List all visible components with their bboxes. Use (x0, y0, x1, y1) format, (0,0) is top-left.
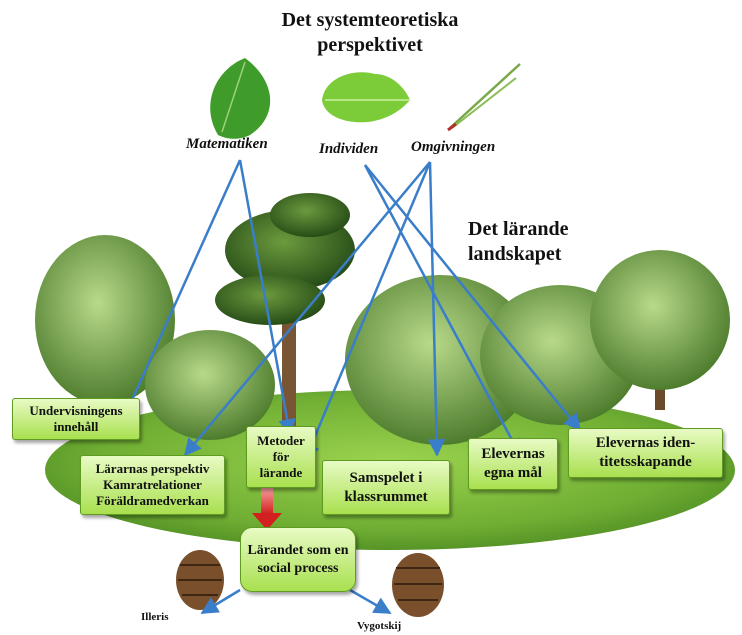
title-line2: perspektivet (230, 33, 510, 58)
title-line1: Det systemteoretiska (230, 8, 510, 33)
label-illeris: Illeris (141, 611, 169, 623)
box-lararnas-perspektiv: Lärarnas perspektiv Kamratrelationer För… (80, 455, 225, 515)
subtitle-line2: landskapet (468, 242, 569, 267)
pinecone-right-icon (392, 553, 444, 617)
label-matematiken: Matematiken (186, 136, 268, 153)
box-metoder-for-larande: Metoder för lärande (246, 426, 316, 488)
page-title: Det systemteoretiska perspektivet (230, 8, 510, 58)
leaf-oak-icon (322, 72, 410, 122)
box-text-line: Elevernas iden- (596, 434, 696, 453)
box-text-line: Elevernas (481, 445, 544, 464)
subtitle-line1: Det lärande (468, 217, 569, 242)
box-text-line: innehåll (29, 419, 122, 435)
box-text-line: lärande (257, 465, 305, 481)
box-text-line: egna mål (481, 464, 544, 483)
box-larandet-social-process: Lärandet som en social process (240, 527, 356, 592)
box-undervisningens-innehall: Undervisningens innehåll (12, 398, 140, 440)
label-individen: Individen (319, 141, 378, 158)
label-vygotskij: Vygotskij (357, 620, 401, 632)
box-text-line: titetsskapande (596, 453, 696, 472)
subtitle: Det lärande landskapet (468, 217, 569, 267)
box-text-line: Samspelet i (344, 469, 427, 488)
pine-needle-icon (448, 64, 520, 130)
box-text-line: Föräldramedverkan (96, 493, 210, 509)
box-text-line: Kamratrelationer (96, 477, 210, 493)
tree-right-icon (345, 250, 730, 445)
box-samspelet-i-klassrummet: Samspelet i klassrummet (322, 460, 450, 515)
box-text-line: Undervisningens (29, 403, 122, 419)
box-elevernas-identitetsskapande: Elevernas iden- titetsskapande (568, 428, 723, 478)
box-text-line: Lärandet som en (247, 542, 348, 560)
pinecone-left-icon (176, 550, 224, 610)
label-omgivningen: Omgivningen (411, 139, 495, 156)
box-elevernas-egna-mal: Elevernas egna mål (468, 438, 558, 490)
box-text-line: klassrummet (344, 488, 427, 507)
box-text-line: för (257, 449, 305, 465)
leaf-beech-icon (210, 58, 270, 139)
box-text-line: social process (247, 560, 348, 578)
arrow-larandet-vygotskij (350, 590, 390, 613)
box-text-line: Metoder (257, 433, 305, 449)
box-text-line: Lärarnas perspektiv (96, 461, 210, 477)
